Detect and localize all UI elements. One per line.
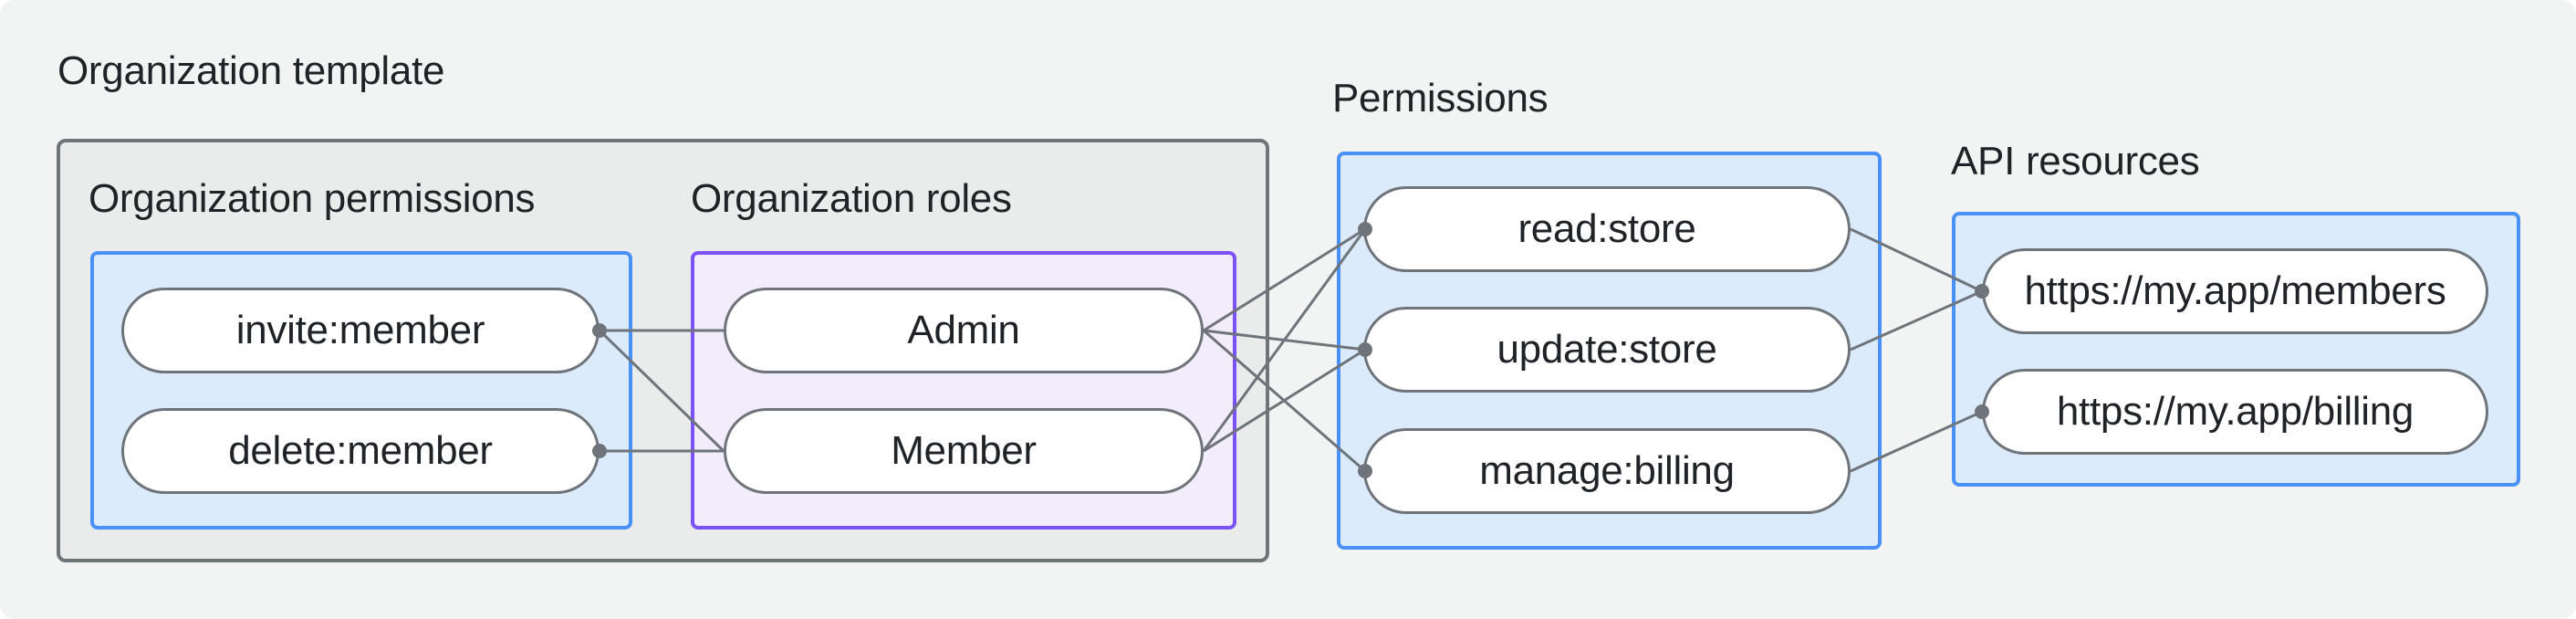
pill-delete-member: delete:member <box>121 408 600 494</box>
org-permissions-title: Organization permissions <box>89 176 536 221</box>
pill-admin: Admin <box>724 288 1204 373</box>
pill-member: Member <box>724 408 1204 494</box>
pill-api-billing: https://my.app/billing <box>1982 369 2488 455</box>
org-roles-title: Organization roles <box>691 176 1012 221</box>
pill-manage-billing: manage:billing <box>1363 428 1851 514</box>
pill-invite-member: invite:member <box>121 288 600 373</box>
api-resources-title: API resources <box>1951 139 2200 184</box>
pill-api-members: https://my.app/members <box>1982 248 2488 334</box>
org-template-title: Organization template <box>57 48 445 93</box>
permissions-title: Permissions <box>1332 76 1549 121</box>
pill-read-store: read:store <box>1363 186 1851 272</box>
pill-update-store: update:store <box>1363 307 1851 393</box>
